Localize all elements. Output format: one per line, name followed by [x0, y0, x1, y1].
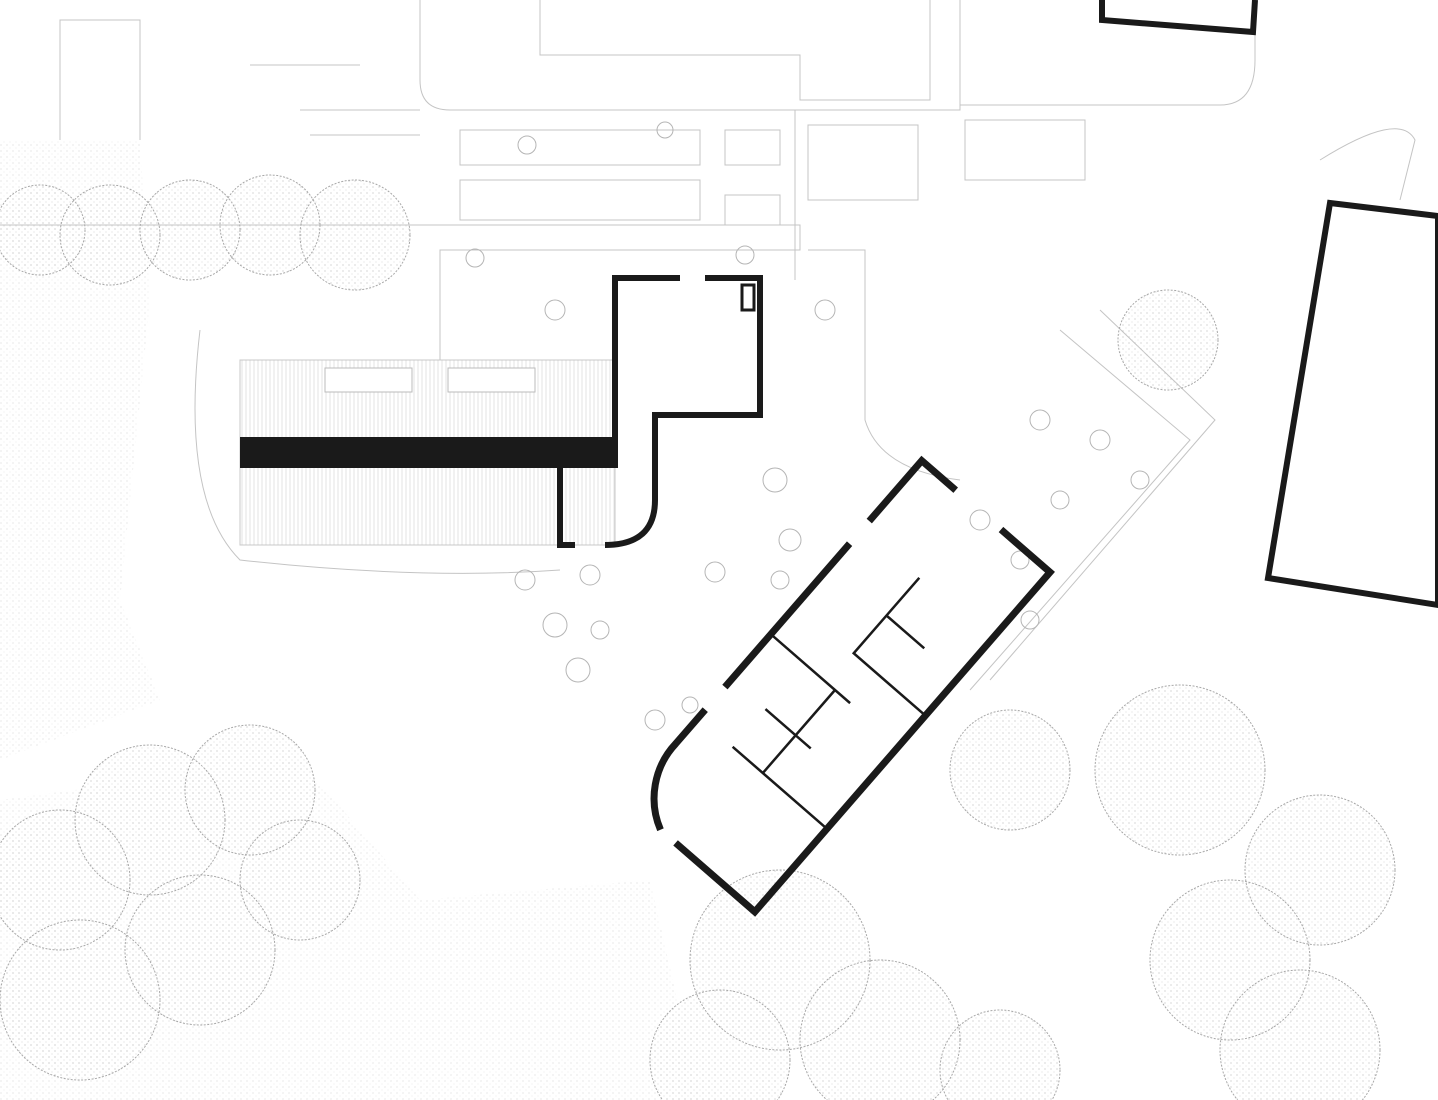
rotated-building: [650, 455, 1055, 917]
adjacent-building-east: [1264, 199, 1438, 609]
rooflight: [447, 367, 536, 393]
rooflight: [324, 367, 413, 393]
shrubs: [465, 121, 1150, 731]
tree-canopies: [0, 174, 1396, 1100]
main-building-walls: [240, 275, 763, 548]
adjacent-building-north: [1099, 0, 1258, 36]
